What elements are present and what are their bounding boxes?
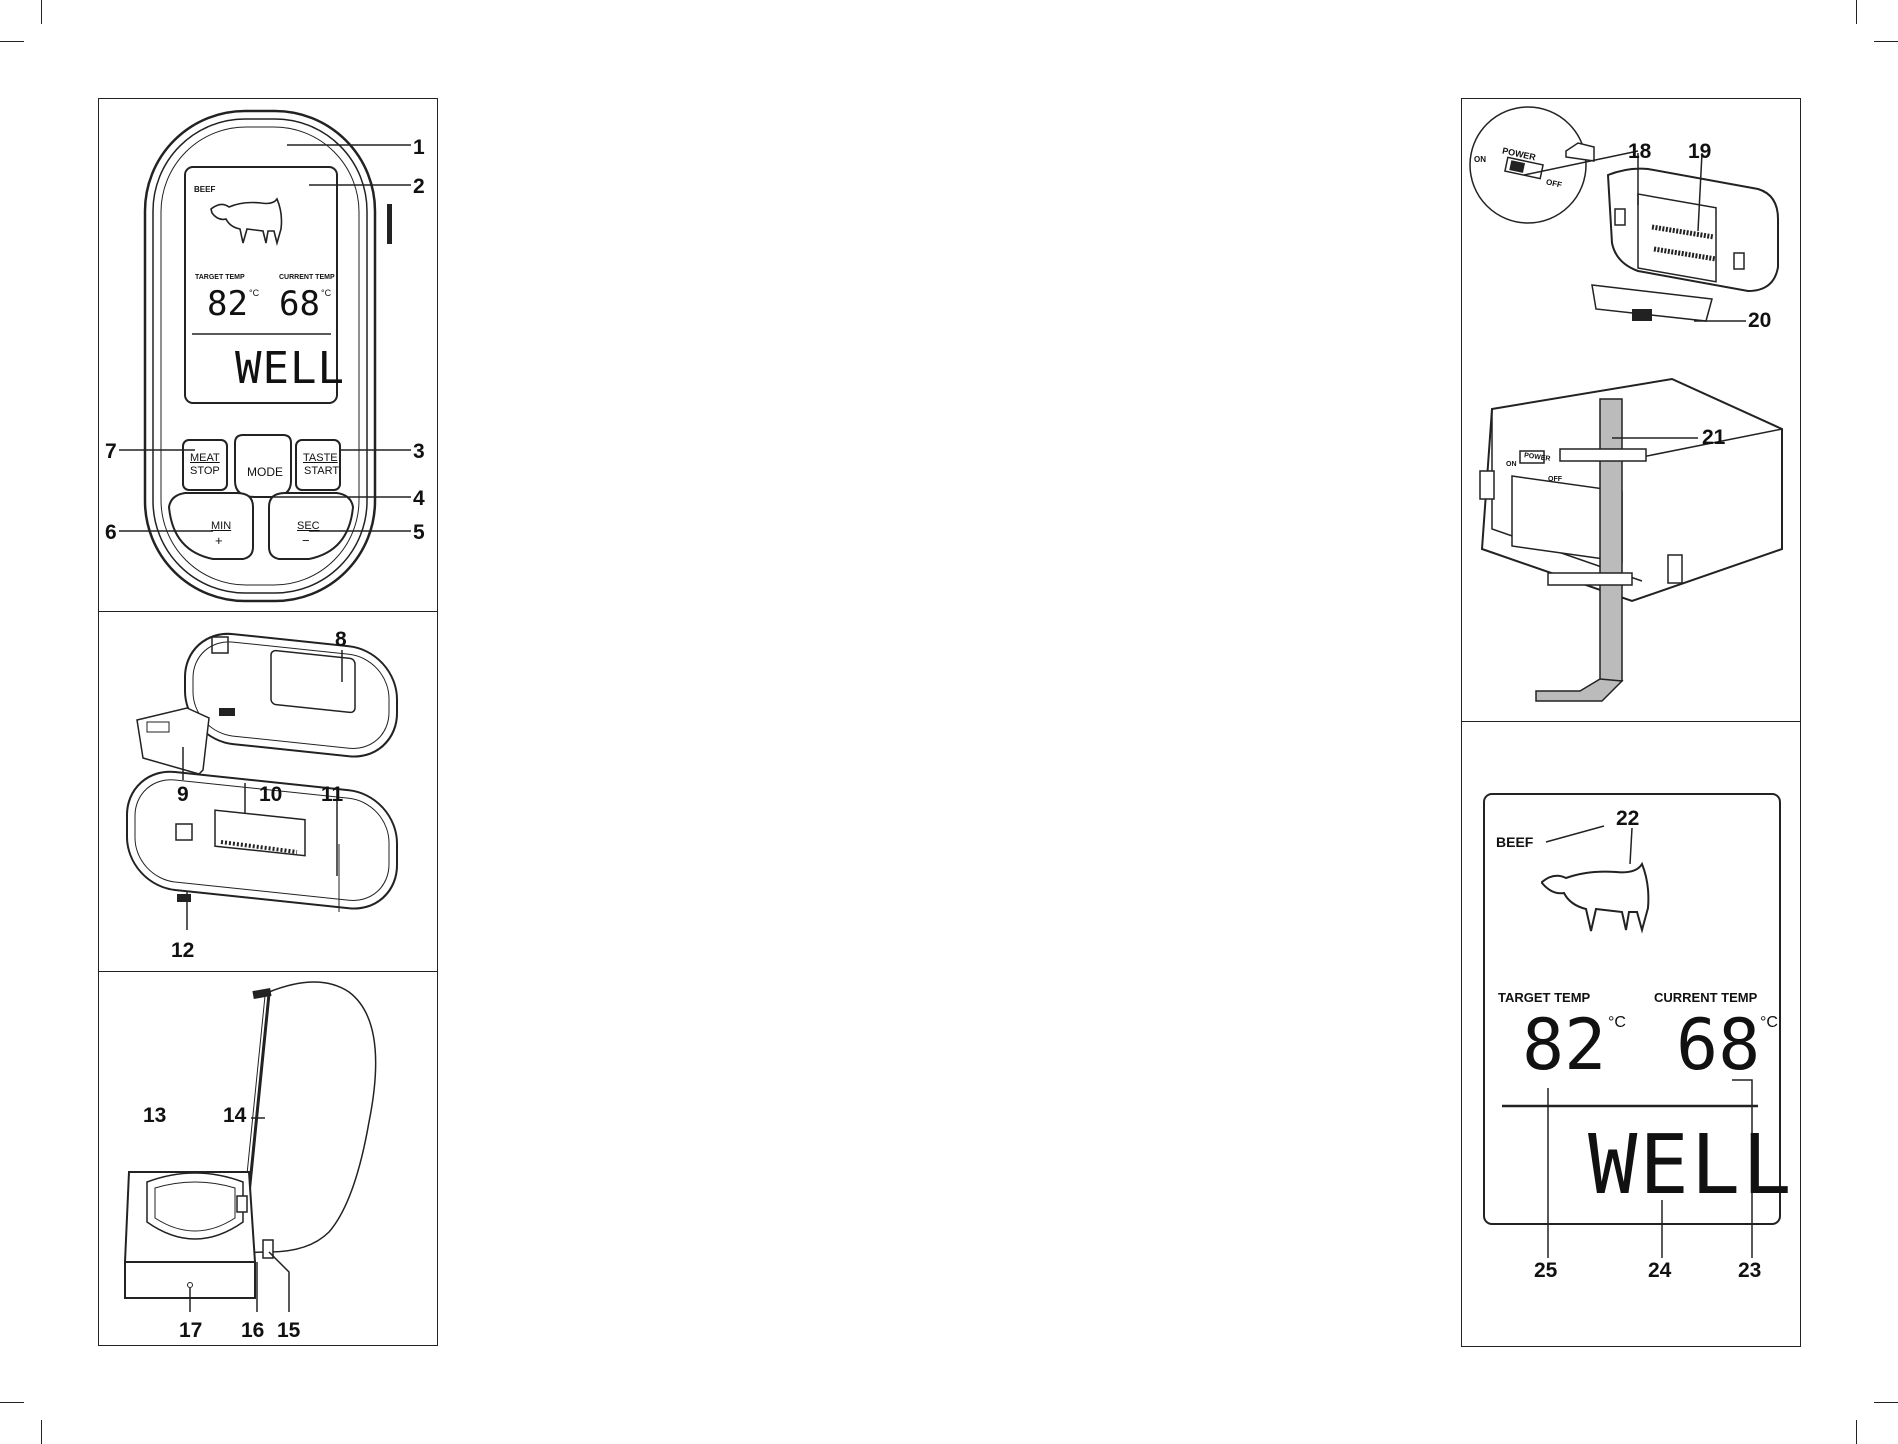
start-button-label[interactable]: START (304, 465, 339, 477)
callout-2: 2 (413, 176, 425, 197)
callout-12: 12 (171, 940, 194, 961)
callout-8: 8 (335, 629, 347, 650)
crop-mark (1874, 41, 1898, 42)
sec-button-label[interactable]: SEC (297, 520, 320, 532)
panel-lcd-detail: BEEF TARGET TEMP CURRENT TEMP 82 °C 68 °… (1461, 721, 1801, 1347)
crop-mark (41, 0, 42, 24)
lcd-current-label: CURRENT TEMP (279, 274, 335, 281)
callout-20: 20 (1748, 310, 1771, 331)
panel-transmitter-probe: 13 14 17 16 15 (98, 971, 438, 1346)
lcd-detail-category: BEEF (1496, 834, 1533, 850)
transmitter-battery-drawing (1462, 99, 1801, 722)
callout-23: 23 (1738, 1260, 1761, 1281)
lcd-target-value: 82 (207, 284, 248, 324)
lcd-detail-target-unit: °C (1608, 1014, 1626, 1032)
plus-button-label[interactable]: + (215, 533, 223, 548)
callout-6: 6 (105, 522, 117, 543)
callout-3: 3 (413, 441, 425, 462)
lcd-detail-current-value: 68 (1676, 1004, 1760, 1086)
min-button-label[interactable]: MIN (211, 520, 231, 532)
callout-15: 15 (277, 1320, 300, 1341)
crop-mark (41, 1420, 42, 1444)
lcd-doneness: WELL (235, 343, 345, 394)
callout-11: 11 (321, 784, 343, 805)
callout-22: 22 (1616, 808, 1639, 829)
callout-21: 21 (1702, 427, 1725, 448)
callout-16: 16 (241, 1320, 264, 1341)
panel-device-front: BEEF TARGET TEMP CURRENT TEMP 82 °C 68 °… (98, 98, 438, 612)
lcd-detail-current-label: CURRENT TEMP (1654, 990, 1757, 1005)
callout-1: 1 (413, 137, 425, 158)
lcd-current-value: 68 (279, 284, 320, 324)
callout-14: 14 (223, 1105, 246, 1126)
callout-18: 18 (1628, 141, 1651, 162)
taste-button-label[interactable]: TASTE (303, 452, 338, 464)
callout-17: 17 (179, 1320, 202, 1341)
crop-mark (0, 1402, 24, 1403)
lcd-target-unit: °C (249, 288, 259, 298)
side-off-label: OFF (1548, 476, 1562, 483)
crop-mark (1856, 1420, 1857, 1444)
callout-5: 5 (413, 522, 425, 543)
crop-mark (1856, 0, 1857, 24)
mode-button-label[interactable]: MODE (247, 465, 283, 479)
callout-24: 24 (1648, 1260, 1671, 1281)
minus-button-label[interactable]: − (302, 533, 310, 548)
meat-button-label[interactable]: MEAT (190, 452, 220, 464)
lcd-current-unit: °C (321, 288, 331, 298)
lcd-detail-current-unit: °C (1760, 1014, 1778, 1032)
callout-19: 19 (1688, 141, 1711, 162)
callout-13: 13 (143, 1105, 166, 1126)
stop-button-label[interactable]: STOP (190, 465, 220, 477)
lcd-detail-target-label: TARGET TEMP (1498, 990, 1590, 1005)
lcd-category-label: BEEF (194, 185, 215, 194)
crop-mark (1874, 1402, 1898, 1403)
side-on-label: ON (1506, 461, 1517, 468)
transmitter-probe-drawing (99, 972, 438, 1346)
callout-25: 25 (1534, 1260, 1557, 1281)
panel-handset-back: 8 9 10 11 12 (98, 611, 438, 972)
crop-mark (0, 41, 24, 42)
callout-9: 9 (177, 784, 189, 805)
lcd-detail-target-value: 82 (1522, 1004, 1606, 1086)
lcd-target-label: TARGET TEMP (195, 274, 245, 281)
zoom-on-label: ON (1474, 155, 1486, 164)
panel-transmitter-battery: POWER ON OFF POWER ON OFF 18 19 20 21 (1461, 98, 1801, 722)
callout-10: 10 (259, 784, 282, 805)
callout-4: 4 (413, 488, 425, 509)
lcd-detail-doneness: WELL (1588, 1118, 1793, 1213)
callout-7: 7 (105, 441, 117, 462)
